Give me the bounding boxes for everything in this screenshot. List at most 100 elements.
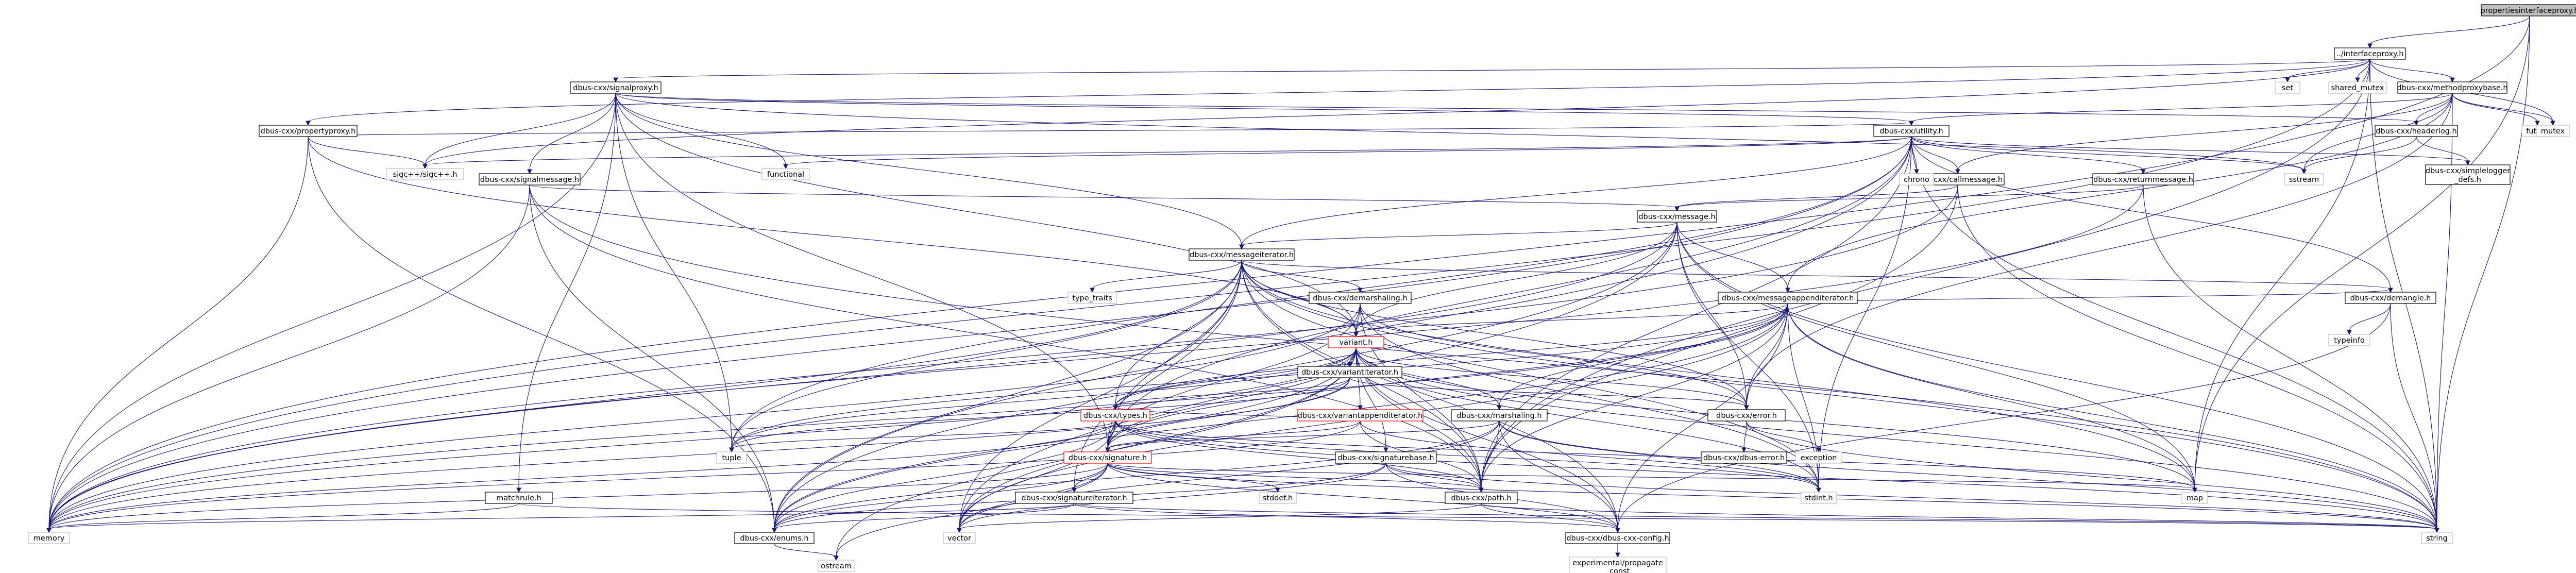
node-box: [1701, 451, 1787, 464]
node-box: [2345, 292, 2436, 304]
node-dbus-cxx-demangle-h[interactable]: dbus-cxx/demangle.h: [2345, 292, 2436, 304]
node-box: [1067, 292, 1117, 304]
node-dbus-cxx-messageappenditerator-h[interactable]: dbus-cxx/messageappenditerator.h: [1718, 292, 1858, 304]
node-label: stddef.h: [1263, 494, 1293, 502]
node-dbus-cxx-headerlog-h[interactable]: dbus-cxx/headerlog.h: [2375, 125, 2458, 137]
node-dbus-cxx-marshaling-h[interactable]: dbus-cxx/marshaling.h: [1451, 409, 1548, 422]
node-dbus-cxx-enums-h[interactable]: dbus-cxx/enums.h: [734, 532, 815, 544]
node-stdint-h: stdint.h: [1801, 492, 1837, 504]
edge-path-to-vector: [957, 503, 1482, 533]
node-dbus-cxx-propertyproxy-h[interactable]: dbus-cxx/propertyproxy.h: [259, 125, 358, 137]
node-label: dbus-cxx/types.h: [1083, 412, 1147, 420]
node-interfaceproxy-h[interactable]: ../interfaceproxy.h: [2334, 47, 2406, 60]
node-box: [386, 168, 464, 180]
node-shared-mutex: shared_mutex: [2328, 81, 2387, 94]
node-label: dbus-cxx/simplelogger: [2426, 167, 2510, 175]
node-propertiesinterfaceproxy-h[interactable]: propertiesinterfaceproxy.h: [2481, 4, 2576, 16]
node-dbus-cxx-methodproxybase-h[interactable]: dbus-cxx/methodproxybase.h: [2397, 81, 2508, 94]
edge-utility-to-sigcpp: [422, 136, 1912, 170]
edge-message-to-string: [1676, 222, 2439, 533]
node-dbus-cxx-signatureiterator-h[interactable]: dbus-cxx/signatureiterator.h: [1015, 492, 1133, 504]
node-experimental-propagate: experimental/propagate: [1569, 557, 1667, 573]
edge-methodproxybase-to-string: [2434, 93, 2453, 533]
edge-messageappenditerator-to-variant: [1353, 303, 1788, 338]
node-dbus-cxx-callmessage-h[interactable]: dbus-cxx/callmessage.h: [1911, 173, 2005, 186]
node-dbus-cxx-utility-h[interactable]: dbus-cxx/utility.h: [1873, 125, 1950, 137]
edge-signatureiterator-to-string: [1074, 503, 2439, 533]
node-box: [2328, 334, 2370, 346]
node-label: _const: [1605, 567, 1630, 573]
edge-signalproxy-to-utility: [615, 93, 1914, 126]
node-dbus-cxx-signaturebase-h[interactable]: dbus-cxx/signaturebase.h: [1335, 451, 1437, 464]
node-dbus-cxx-demarshaling-h[interactable]: dbus-cxx/demarshaling.h: [1309, 292, 1412, 304]
node-dbus-cxx-signature-h[interactable]: dbus-cxx/signature.h: [1063, 451, 1152, 464]
node-label: chrono: [1904, 176, 1929, 184]
node-label: dbus-cxx/demangle.h: [2350, 294, 2431, 302]
node-string: string: [2421, 532, 2453, 544]
node-dbus-cxx-variantappenditerator-h[interactable]: dbus-cxx/variantappenditerator.h: [1297, 409, 1423, 422]
node-dbus-cxx-variantiterator-h[interactable]: dbus-cxx/variantiterator.h: [1297, 366, 1402, 378]
node-dbus-cxx-signalmessage-h[interactable]: dbus-cxx/signalmessage.h: [479, 173, 581, 186]
node-dbus-cxx-dbus-error-h[interactable]: dbus-cxx/dbus-error.h: [1701, 451, 1787, 464]
node-label: dbus-cxx/path.h: [1451, 494, 1511, 502]
node-label: exception: [1801, 454, 1837, 462]
node-label: ../interfaceproxy.h: [2336, 50, 2404, 58]
edge-signaturebase-to-string: [1385, 463, 2439, 533]
node-label: sigc++/sigc++.h: [393, 171, 457, 179]
node-label: stdint.h: [1804, 494, 1833, 502]
node-box: [479, 173, 581, 186]
edge-variant-to-enums: [772, 347, 1357, 533]
node-box: [2481, 4, 2576, 16]
node-matchrule-h[interactable]: matchrule.h: [485, 492, 553, 504]
edge-messageiterator-to-type-traits: [1090, 260, 1242, 293]
node-label: dbus-cxx/methodproxybase.h: [2397, 84, 2507, 92]
edge-interfaceproxy-to-methodproxybase: [2369, 59, 2455, 83]
node-box: [2397, 81, 2507, 94]
edge-headerlog-to-sstream: [2301, 136, 2417, 175]
node-box: [1297, 366, 1402, 378]
edge-types-to-enums: [772, 420, 1116, 533]
node-dbus-cxx-messageiterator-h[interactable]: dbus-cxx/messageiterator.h: [1189, 248, 1295, 261]
node-dbus-cxx-signalproxy-h[interactable]: dbus-cxx/signalproxy.h: [570, 81, 662, 94]
node-box: [1795, 451, 1842, 464]
edge-variant-to-tuple: [729, 347, 1357, 453]
edge-config-to-propagate-line1: [1615, 543, 1620, 558]
node-tuple: tuple: [716, 451, 747, 464]
node-box: [2181, 492, 2208, 504]
edge-interfaceproxy-to-signalproxy: [613, 59, 2370, 83]
node-dbus-cxx-returnmessage-h[interactable]: dbus-cxx/returnmessage.h: [2092, 173, 2194, 186]
edge-message-to-messageiterator: [1239, 222, 1677, 250]
node-box: [818, 560, 855, 572]
node-dbus-cxx-message-h[interactable]: dbus-cxx/message.h: [1637, 210, 1717, 223]
node-box: [1801, 492, 1837, 504]
node-box: [1080, 409, 1150, 422]
node-label: functional: [767, 171, 804, 179]
node-box: [1297, 409, 1423, 422]
edge-methodproxybase-to-messageappenditerator: [1785, 93, 2453, 293]
node-label: dbus-cxx/variantappenditerator.h: [1298, 412, 1423, 420]
edge-error-to-dbuserror: [1741, 420, 1747, 453]
node-box: [2334, 47, 2406, 60]
edge-messageiterator-to-types: [1113, 260, 1242, 411]
edge-utility-to-returnmessage: [1911, 136, 2146, 175]
edge-path-to-config: [1481, 503, 1620, 533]
node-variant-h[interactable]: variant.h: [1328, 336, 1384, 348]
edge-signalproxy-to-memory: [46, 93, 616, 533]
node-label: dbus-cxx/signalmessage.h: [480, 176, 579, 184]
edge-propertyproxy-to-memory: [46, 136, 309, 533]
node-set: set: [2275, 81, 2300, 94]
node-label: dbus-cxx/marshaling.h: [1456, 412, 1541, 420]
node-dbus-cxx-path-h[interactable]: dbus-cxx/path.h: [1445, 492, 1518, 504]
node-box: [1445, 492, 1518, 504]
node-defs-h[interactable]: _defs.h: [2454, 176, 2481, 184]
edge-message-to-messageappenditerator: [1676, 222, 1790, 293]
node-label: mutex: [2541, 127, 2565, 136]
node-dbus-cxx-types-h[interactable]: dbus-cxx/types.h: [1080, 409, 1150, 422]
node-label: dbus-cxx/returnmessage.h: [2093, 176, 2193, 184]
node-dbus-cxx-error-h[interactable]: dbus-cxx/error.h: [1707, 409, 1786, 422]
node-dbus-cxx-dbus-cxx-config-h[interactable]: dbus-cxx/dbus-cxx-config.h: [1565, 532, 1670, 544]
node-box: [1718, 292, 1858, 304]
node-dbus-cxx-simplelogger[interactable]: dbus-cxx/simplelogger: [2425, 164, 2511, 185]
edge-signalproxy-to-messageiterator: [615, 93, 1244, 250]
